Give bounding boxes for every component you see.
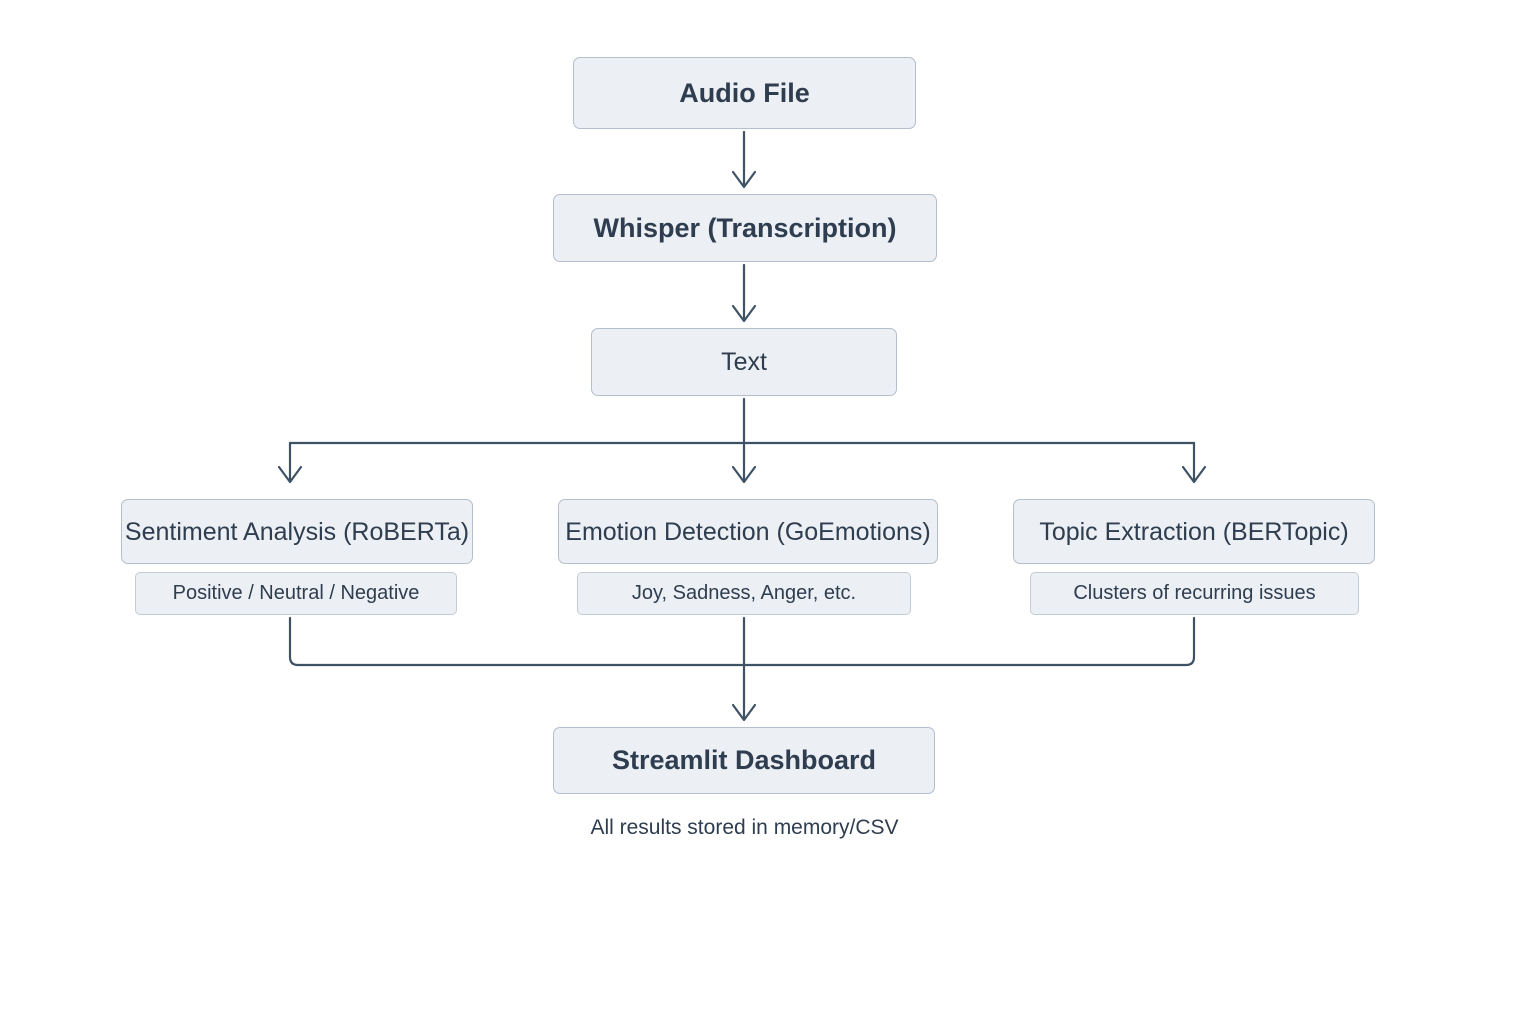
node-text[interactable]: Text: [591, 328, 897, 396]
connector-bus-to-sentiment: [277, 441, 303, 484]
connector-branches-to-merge-bus: [288, 616, 1196, 667]
connector-bus-to-topic: [1181, 441, 1207, 484]
node-sentiment-analysis[interactable]: Sentiment Analysis (RoBERTa): [121, 499, 473, 564]
footer-caption: All results stored in memory/CSV: [590, 816, 899, 839]
subnode-topic-outputs[interactable]: Clusters of recurring issues: [1030, 572, 1359, 615]
node-audio-file[interactable]: Audio File: [573, 57, 916, 129]
connector-text-to-branch-bus: [288, 397, 1196, 445]
node-whisper-transcription[interactable]: Whisper (Transcription): [553, 194, 937, 262]
connector-merge-to-dashboard: [731, 663, 757, 722]
node-streamlit-dashboard[interactable]: Streamlit Dashboard: [553, 727, 935, 794]
subnode-sentiment-outputs[interactable]: Positive / Neutral / Negative: [135, 572, 457, 615]
connector-bus-to-emotion: [731, 441, 757, 484]
subnode-emotion-outputs[interactable]: Joy, Sadness, Anger, etc.: [577, 572, 911, 615]
connector-whisper-to-text: [731, 263, 757, 323]
connector-audio-to-whisper: [731, 130, 757, 189]
node-topic-extraction[interactable]: Topic Extraction (BERTopic): [1013, 499, 1375, 564]
node-emotion-detection[interactable]: Emotion Detection (GoEmotions): [558, 499, 938, 564]
